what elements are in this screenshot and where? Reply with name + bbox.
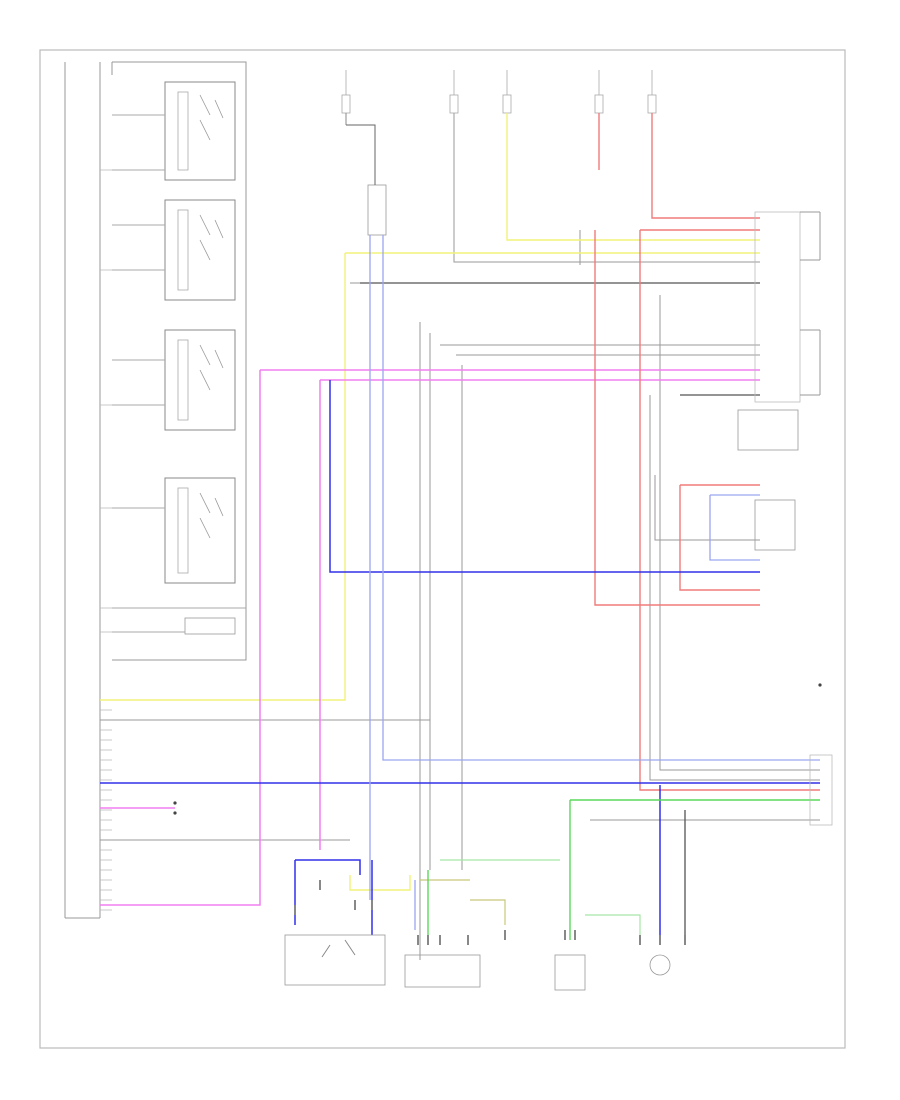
- motor-block-frame: [111, 61, 247, 661]
- wires-red: [594, 113, 820, 791]
- connector-stack-right-bottom: [809, 754, 833, 826]
- wires-light-green: [440, 859, 641, 940]
- wires-olive: [420, 879, 506, 925]
- servo-motor-2: [112, 199, 236, 301]
- wires-dark-gray: [360, 282, 760, 940]
- page-border: [39, 49, 846, 1049]
- junction-dots: [173, 683, 822, 815]
- connector-stack-right-top: [754, 211, 821, 403]
- component-bottom-compressor: [404, 954, 481, 988]
- component-bottom-sensor-2: [649, 954, 671, 976]
- wires-pink: [100, 369, 760, 906]
- servo-motor-4: [112, 477, 236, 584]
- wires-yellow: [100, 113, 760, 891]
- component-bottom-relay: [284, 934, 386, 986]
- fuse-group-top: [341, 70, 657, 114]
- wires-gray: [100, 113, 820, 960]
- servo-motor-1: [112, 81, 236, 181]
- wires-blue: [100, 380, 820, 940]
- control-unit-left: [64, 62, 112, 919]
- servo-motor-3: [112, 329, 236, 431]
- component-bottom-sensor-1: [554, 954, 586, 991]
- switch-box-right: [754, 499, 796, 551]
- relay-top: [345, 113, 387, 236]
- wires-light-blue: [369, 235, 820, 930]
- wires-green: [427, 799, 820, 940]
- connector-ticks-bottom: [294, 880, 686, 945]
- sensor-small-box: [112, 607, 246, 635]
- module-box-right: [737, 409, 799, 451]
